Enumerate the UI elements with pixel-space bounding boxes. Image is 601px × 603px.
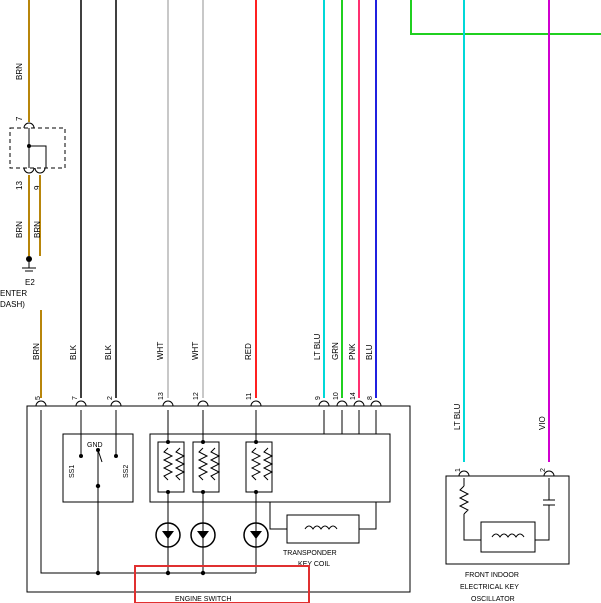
wire-label-pnk: PNK bbox=[348, 343, 357, 360]
wire-label-ltblu-osc: LT BLU bbox=[453, 403, 462, 430]
wire-label-ltblu: LT BLU bbox=[313, 333, 322, 360]
pin-5: 5 bbox=[35, 396, 42, 400]
pin-13: 13 bbox=[158, 392, 165, 400]
pin-12: 12 bbox=[193, 392, 200, 400]
osc-pin-2: 2 bbox=[540, 468, 547, 472]
pin-label-left-7: 7 bbox=[15, 116, 24, 121]
osc-label-3: OSCILLATOR bbox=[471, 596, 515, 603]
left-connector-block: BRN 7 13 9 BRN BRN E2 ENTER DASH) bbox=[0, 0, 66, 309]
engine-switch: 5 7 2 13 12 11 9 10 14 8 bbox=[26, 392, 411, 603]
wire-label-wht-1: WHT bbox=[156, 342, 165, 360]
transponder-label-1: TRANSPONDER bbox=[283, 550, 337, 557]
front-indoor-oscillator: 1 2 FRONT INDOOR ELECTRICAL KEY OSCILLAT… bbox=[445, 468, 570, 603]
wire-label-brn-9: BRN bbox=[33, 221, 42, 238]
wire-label-brn-top: BRN bbox=[15, 63, 24, 80]
engine-switch-name: ENGINE SWITCH bbox=[175, 596, 231, 603]
pin-10: 10 bbox=[333, 392, 340, 400]
ground-id: E2 bbox=[25, 278, 35, 287]
wire-labels: BRN BLK BLK WHT WHT RED LT BLU GRN PNK B… bbox=[32, 333, 547, 430]
pin-11: 11 bbox=[246, 393, 253, 400]
wire-label-blu: BLU bbox=[365, 344, 374, 360]
osc-label-2: ELECTRICAL KEY bbox=[460, 584, 519, 591]
top-green-bracket bbox=[410, 0, 601, 35]
pin-7: 7 bbox=[72, 396, 79, 400]
gnd-label: GND bbox=[87, 442, 103, 449]
wire-label-brn-13: BRN bbox=[15, 221, 24, 238]
pin-14: 14 bbox=[350, 392, 357, 400]
ground-desc-2: DASH) bbox=[0, 300, 25, 309]
wire-label-wht-2: WHT bbox=[191, 342, 200, 360]
pin-8: 8 bbox=[367, 396, 374, 400]
transponder-label-2: KEY COIL bbox=[298, 561, 330, 568]
ss1-label: SS1 bbox=[69, 465, 76, 478]
pin-9: 9 bbox=[315, 396, 322, 400]
pin-label-left-13: 13 bbox=[15, 181, 24, 190]
wire-label-blk-2: BLK bbox=[104, 344, 113, 360]
engine-switch-highlight bbox=[134, 565, 310, 603]
pin-label-left-9: 9 bbox=[33, 185, 42, 190]
top-wires bbox=[40, 0, 550, 462]
osc-label-1: FRONT INDOOR bbox=[465, 572, 519, 579]
osc-pin-1: 1 bbox=[455, 468, 462, 472]
wire-label-vio: VIO bbox=[538, 416, 547, 430]
ground-desc-1: ENTER bbox=[0, 289, 27, 298]
pin-2: 2 bbox=[107, 396, 114, 400]
wire-label-grn: GRN bbox=[331, 342, 340, 360]
wire-label-red: RED bbox=[244, 343, 253, 360]
wire-label-blk-1: BLK bbox=[69, 344, 78, 360]
wire-label-brn: BRN bbox=[32, 343, 41, 360]
ss2-label: SS2 bbox=[123, 465, 130, 478]
